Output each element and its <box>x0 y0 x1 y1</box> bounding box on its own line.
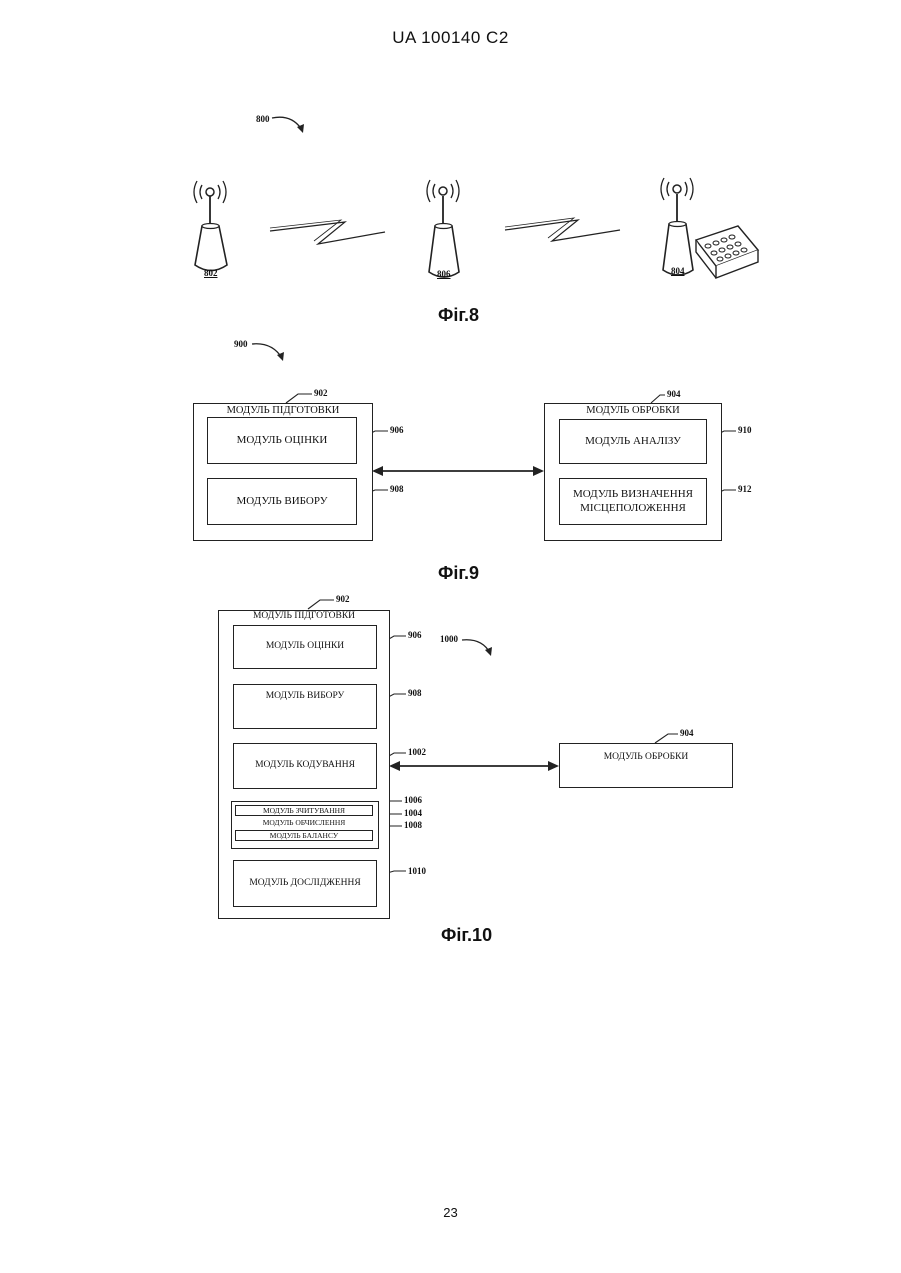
page-number: 23 <box>0 1205 901 1220</box>
balance-module-box: МОДУЛЬ БАЛАНСУ <box>235 830 373 841</box>
processing-module-box-fig10: МОДУЛЬ ОБРОБКИ <box>559 743 733 788</box>
ref-1002: 1002 <box>408 747 426 757</box>
select-module-label-fig10: МОДУЛЬ ВИБОРУ <box>266 691 345 703</box>
research-module-box: МОДУЛЬ ДОСЛІДЖЕННЯ <box>233 860 377 907</box>
processing-module-label-fig10: МОДУЛЬ ОБРОБКИ <box>604 752 689 764</box>
ref-1008: 1008 <box>404 820 422 830</box>
prep-module-title-fig10: МОДУЛЬ ПІДГОТОВКИ <box>219 611 389 621</box>
ref-902-fig10: 902 <box>336 594 350 604</box>
ref-1010: 1010 <box>408 866 426 876</box>
read-module-box: МОДУЛЬ ЗЧИТУВАННЯ <box>235 805 373 816</box>
research-module-label: МОДУЛЬ ДОСЛІДЖЕННЯ <box>249 878 360 890</box>
compute-module-label: МОДУЛЬ ОБЧИСЛЕННЯ <box>235 818 373 827</box>
encode-module-label: МОДУЛЬ КОДУВАННЯ <box>255 760 355 772</box>
ref-906-fig10: 906 <box>408 630 422 640</box>
encode-module-box: МОДУЛЬ КОДУВАННЯ <box>233 743 377 789</box>
figure-10-caption: Фіг.10 <box>441 925 492 946</box>
select-module-box-fig10: МОДУЛЬ ВИБОРУ <box>233 684 377 729</box>
prep-module-box-fig10: МОДУЛЬ ПІДГОТОВКИ МОДУЛЬ ОЦІНКИ МОДУЛЬ В… <box>218 610 390 919</box>
eval-module-label-fig10: МОДУЛЬ ОЦІНКИ <box>266 641 344 653</box>
compute-module-box: МОДУЛЬ ЗЧИТУВАННЯ МОДУЛЬ ОБЧИСЛЕННЯ МОДУ… <box>231 801 379 849</box>
ref-908-fig10: 908 <box>408 688 422 698</box>
ref-1006: 1006 <box>404 795 422 805</box>
eval-module-box-fig10: МОДУЛЬ ОЦІНКИ <box>233 625 377 669</box>
ref-1004: 1004 <box>404 808 422 818</box>
ref-904-fig10: 904 <box>680 728 694 738</box>
ref-1000: 1000 <box>440 634 458 644</box>
